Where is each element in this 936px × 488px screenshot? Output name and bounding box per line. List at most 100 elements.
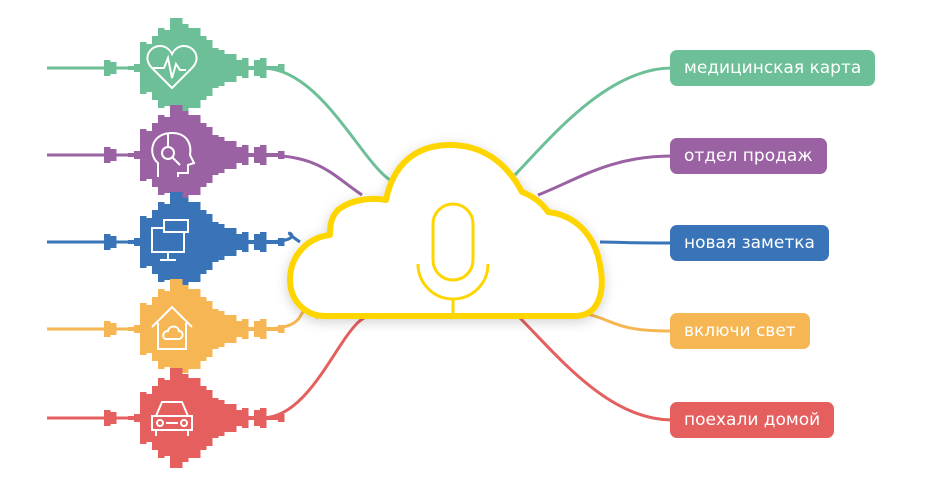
voice-wave-1	[47, 18, 285, 118]
wave-bar	[140, 42, 147, 94]
wave-bar	[140, 129, 147, 181]
wave-bar	[236, 321, 243, 337]
wave-bar	[182, 24, 189, 112]
wave-bar	[278, 414, 285, 422]
wave-bar	[110, 62, 117, 74]
wave-bar	[254, 321, 261, 337]
left-connector	[261, 66, 391, 182]
wave-bar	[206, 40, 213, 96]
wave-bar	[128, 327, 135, 331]
wave-bar	[104, 60, 111, 76]
microphone-icon	[416, 202, 490, 316]
wave-bar	[188, 115, 195, 195]
wave-bar	[278, 151, 285, 159]
wave-bar	[146, 44, 153, 92]
wave-bar	[104, 147, 111, 163]
wave-bar	[230, 315, 237, 343]
wave-bar	[236, 234, 243, 250]
wave-bar	[200, 210, 207, 274]
wave-bar	[248, 153, 255, 157]
wave-bar	[110, 236, 117, 248]
wave-bar	[128, 153, 135, 157]
wave-bar	[278, 64, 285, 72]
wave-bar	[104, 234, 111, 250]
wave-bar	[140, 303, 147, 355]
wave-bar	[230, 54, 237, 82]
wave-bar	[242, 58, 249, 78]
wave-bar	[140, 216, 147, 268]
wave-bar	[212, 309, 219, 349]
command-label: поехали домой	[670, 402, 835, 438]
wave-bar	[206, 127, 213, 183]
smart-home-icon	[151, 305, 193, 350]
wave-bar	[266, 416, 273, 420]
wave-bar	[218, 137, 225, 173]
wave-bar	[212, 222, 219, 262]
wave-bar	[134, 325, 141, 333]
wave-bar	[236, 147, 243, 163]
wave-bar	[164, 291, 171, 367]
wave-bar	[128, 240, 135, 244]
wave-bar	[224, 315, 231, 343]
wave-bar	[272, 327, 279, 331]
cloud-shape	[287, 142, 605, 319]
wave-bar	[200, 297, 207, 361]
wave-bar	[146, 305, 153, 353]
wave-bar	[206, 214, 213, 270]
wave-bar	[182, 374, 189, 462]
wave-bar	[218, 224, 225, 260]
wave-bar	[254, 147, 261, 163]
wave-bar	[164, 380, 171, 456]
wave-bar	[194, 28, 201, 108]
wave-bar	[182, 111, 189, 199]
headset-head-icon	[151, 131, 196, 177]
wave-bar	[242, 408, 249, 428]
wave-bar	[164, 204, 171, 280]
wave-bar	[200, 36, 207, 100]
cloud	[287, 142, 605, 319]
right-connector	[577, 310, 673, 333]
wave-bar	[134, 238, 141, 246]
wave-bar	[266, 153, 273, 157]
wave-bar	[194, 378, 201, 458]
wave-bar	[176, 192, 183, 292]
wave-bar	[260, 408, 267, 428]
wave-bar	[134, 64, 141, 72]
wave-bar	[146, 131, 153, 179]
wave-bar	[152, 210, 159, 274]
wave-bar	[278, 238, 285, 246]
wave-bar	[170, 18, 177, 118]
wave-bar	[152, 386, 159, 450]
wave-bar	[200, 386, 207, 450]
wave-bar	[104, 410, 111, 426]
wave-bar	[272, 240, 279, 244]
wave-bar	[266, 66, 273, 70]
wave-bar	[110, 149, 117, 161]
wave-bar	[260, 145, 267, 165]
wave-bar	[242, 319, 249, 339]
wave-bar	[128, 416, 135, 420]
wave-bar	[194, 115, 201, 195]
command-label: медицинская карта	[670, 50, 876, 86]
wave-bar	[164, 30, 171, 106]
wave-bar	[134, 414, 141, 422]
wave-bar	[146, 218, 153, 266]
wave-bar	[152, 297, 159, 361]
wave-bar	[194, 289, 201, 369]
wave-bar	[266, 327, 273, 331]
wave-bar	[236, 60, 243, 76]
voice-wave-4	[47, 279, 285, 379]
wave-bar	[182, 198, 189, 286]
wave-bar	[248, 240, 255, 244]
wave-bar	[248, 416, 255, 420]
wave-bar	[230, 141, 237, 169]
wave-bar	[230, 228, 237, 256]
left-connector	[261, 153, 363, 197]
wave-bar	[170, 279, 177, 379]
wave-bar	[224, 228, 231, 256]
wave-bar	[188, 202, 195, 282]
command-label: отдел продаж	[670, 138, 827, 174]
right-connector	[518, 316, 673, 422]
wave-bar	[200, 123, 207, 187]
wave-bar	[164, 117, 171, 193]
